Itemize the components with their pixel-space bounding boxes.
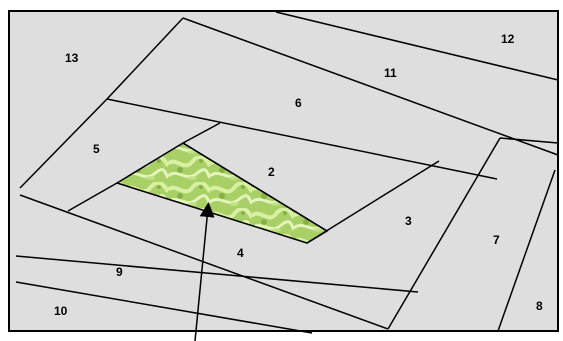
region-label-9: 9 [116,265,123,279]
region-label-4: 4 [237,246,244,260]
region-label-6: 6 [295,96,302,110]
background-panel [9,11,558,331]
region-label-5: 5 [93,142,100,156]
region-label-13: 13 [65,51,79,65]
region-label-7: 7 [493,233,500,247]
region-label-11: 11 [384,66,397,80]
region-label-3: 3 [405,214,412,228]
region-label-8: 8 [536,299,543,313]
region-label-10: 10 [54,304,68,318]
region-label-12: 12 [501,32,515,46]
region-label-2: 2 [268,165,275,179]
